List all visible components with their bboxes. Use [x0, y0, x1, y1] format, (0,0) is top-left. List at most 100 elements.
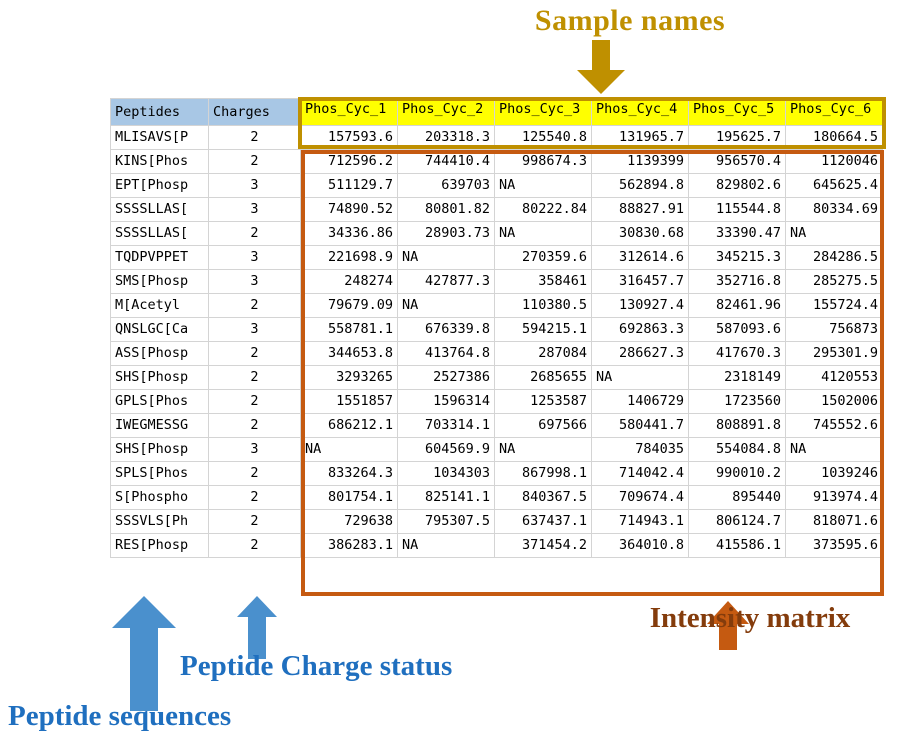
cell-intensity[interactable]: 295301.9: [785, 341, 883, 366]
cell-intensity[interactable]: 284286.5: [785, 245, 883, 270]
cell-charge[interactable]: 2: [208, 221, 301, 246]
cell-intensity[interactable]: 697566: [494, 413, 592, 438]
cell-intensity[interactable]: 867998.1: [494, 461, 592, 486]
cell-peptide[interactable]: GPLS[Phos: [110, 389, 209, 414]
cell-intensity[interactable]: NA: [785, 221, 883, 246]
cell-intensity[interactable]: NA: [494, 221, 592, 246]
cell-intensity[interactable]: 580441.7: [591, 413, 689, 438]
cell-intensity[interactable]: 1596314: [397, 389, 495, 414]
cell-peptide[interactable]: SMS[Phosp: [110, 269, 209, 294]
cell-intensity[interactable]: 285275.5: [785, 269, 883, 294]
cell-intensity[interactable]: 818071.6: [785, 509, 883, 534]
cell-intensity[interactable]: 594215.1: [494, 317, 592, 342]
cell-intensity[interactable]: 895440: [688, 485, 786, 510]
cell-intensity[interactable]: 1723560: [688, 389, 786, 414]
cell-intensity[interactable]: 270359.6: [494, 245, 592, 270]
cell-intensity[interactable]: 413764.8: [397, 341, 495, 366]
cell-charge[interactable]: 2: [208, 485, 301, 510]
cell-intensity[interactable]: 801754.1: [300, 485, 398, 510]
cell-intensity[interactable]: 371454.2: [494, 533, 592, 558]
cell-charge[interactable]: 2: [208, 389, 301, 414]
cell-intensity[interactable]: 157593.6: [300, 125, 398, 150]
cell-intensity[interactable]: NA: [397, 293, 495, 318]
cell-intensity[interactable]: 692863.3: [591, 317, 689, 342]
cell-charge[interactable]: 3: [208, 317, 301, 342]
cell-peptide[interactable]: S[Phospho: [110, 485, 209, 510]
cell-intensity[interactable]: 358461: [494, 269, 592, 294]
cell-intensity[interactable]: 74890.52: [300, 197, 398, 222]
cell-intensity[interactable]: 248274: [300, 269, 398, 294]
cell-intensity[interactable]: 956570.4: [688, 149, 786, 174]
cell-intensity[interactable]: 712596.2: [300, 149, 398, 174]
cell-intensity[interactable]: 756873: [785, 317, 883, 342]
cell-intensity[interactable]: 637437.1: [494, 509, 592, 534]
cell-intensity[interactable]: 825141.1: [397, 485, 495, 510]
cell-intensity[interactable]: 1502006: [785, 389, 883, 414]
cell-intensity[interactable]: 130927.4: [591, 293, 689, 318]
cell-peptide[interactable]: ASS[Phosp: [110, 341, 209, 366]
cell-intensity[interactable]: 1406729: [591, 389, 689, 414]
cell-charge[interactable]: 3: [208, 269, 301, 294]
column-header-sample-5[interactable]: Phos_Cyc_5: [688, 98, 786, 126]
cell-intensity[interactable]: 30830.68: [591, 221, 689, 246]
cell-intensity[interactable]: 344653.8: [300, 341, 398, 366]
cell-intensity[interactable]: 745552.6: [785, 413, 883, 438]
cell-intensity[interactable]: 131965.7: [591, 125, 689, 150]
cell-charge[interactable]: 2: [208, 341, 301, 366]
cell-intensity[interactable]: 195625.7: [688, 125, 786, 150]
cell-intensity[interactable]: 714943.1: [591, 509, 689, 534]
cell-intensity[interactable]: 286627.3: [591, 341, 689, 366]
cell-intensity[interactable]: 703314.1: [397, 413, 495, 438]
cell-intensity[interactable]: 558781.1: [300, 317, 398, 342]
cell-intensity[interactable]: 2318149: [688, 365, 786, 390]
cell-peptide[interactable]: MLISAVS[P: [110, 125, 209, 150]
cell-charge[interactable]: 2: [208, 149, 301, 174]
cell-intensity[interactable]: 833264.3: [300, 461, 398, 486]
cell-peptide[interactable]: EPT[Phosp: [110, 173, 209, 198]
cell-intensity[interactable]: 287084: [494, 341, 592, 366]
cell-intensity[interactable]: 1551857: [300, 389, 398, 414]
cell-intensity[interactable]: 312614.6: [591, 245, 689, 270]
cell-peptide[interactable]: M[Acetyl: [110, 293, 209, 318]
cell-intensity[interactable]: 345215.3: [688, 245, 786, 270]
cell-intensity[interactable]: 1139399: [591, 149, 689, 174]
column-header-sample-2[interactable]: Phos_Cyc_2: [397, 98, 495, 126]
cell-intensity[interactable]: 604569.9: [397, 437, 495, 462]
cell-peptide[interactable]: KINS[Phos: [110, 149, 209, 174]
cell-intensity[interactable]: 221698.9: [300, 245, 398, 270]
cell-intensity[interactable]: 386283.1: [300, 533, 398, 558]
cell-peptide[interactable]: SSSSLLAS[: [110, 197, 209, 222]
cell-intensity[interactable]: 709674.4: [591, 485, 689, 510]
cell-charge[interactable]: 2: [208, 365, 301, 390]
peptide-intensity-table[interactable]: Peptides Charges Phos_Cyc_1 Phos_Cyc_2 P…: [110, 98, 883, 558]
cell-intensity[interactable]: 125540.8: [494, 125, 592, 150]
cell-intensity[interactable]: 840367.5: [494, 485, 592, 510]
cell-intensity[interactable]: NA: [397, 533, 495, 558]
cell-intensity[interactable]: 88827.91: [591, 197, 689, 222]
cell-peptide[interactable]: SSSVLS[Ph: [110, 509, 209, 534]
cell-intensity[interactable]: 990010.2: [688, 461, 786, 486]
cell-intensity[interactable]: NA: [591, 365, 689, 390]
cell-intensity[interactable]: NA: [494, 173, 592, 198]
column-header-charges[interactable]: Charges: [208, 98, 301, 126]
cell-intensity[interactable]: 2685655: [494, 365, 592, 390]
cell-intensity[interactable]: NA: [397, 245, 495, 270]
cell-intensity[interactable]: 587093.6: [688, 317, 786, 342]
cell-intensity[interactable]: NA: [300, 437, 398, 462]
cell-intensity[interactable]: 4120553: [785, 365, 883, 390]
cell-intensity[interactable]: 155724.4: [785, 293, 883, 318]
cell-intensity[interactable]: 913974.4: [785, 485, 883, 510]
cell-intensity[interactable]: 110380.5: [494, 293, 592, 318]
